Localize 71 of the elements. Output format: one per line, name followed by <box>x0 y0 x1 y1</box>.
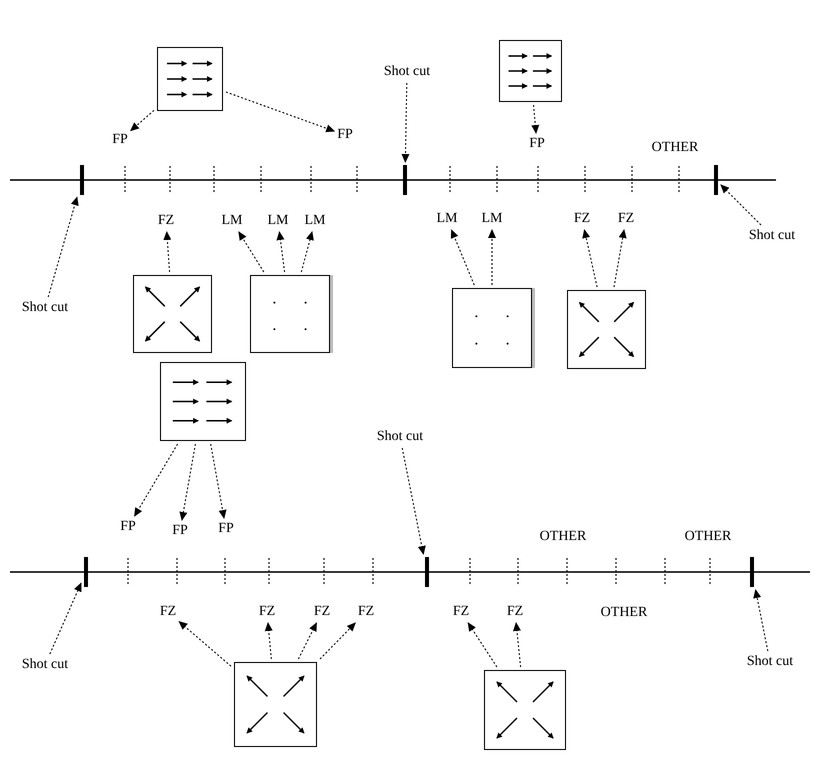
arrow <box>238 231 264 272</box>
arrow <box>210 444 227 519</box>
segment-label: LM <box>268 213 288 229</box>
arrow <box>226 92 336 132</box>
segment-label: FZ <box>618 211 634 227</box>
shot-cut-marker <box>425 557 429 587</box>
arrow <box>720 184 762 226</box>
shot-cut-label: Shot cut <box>384 64 430 80</box>
diagonal-arrows-icon <box>234 662 317 747</box>
segment-label: FP <box>218 521 234 537</box>
shot-cut-marker <box>714 165 718 195</box>
segment-label: FZ <box>258 604 276 620</box>
arrow <box>298 622 317 660</box>
arrow <box>178 620 232 667</box>
shot-cut-marker <box>84 557 88 587</box>
segment-label: FP <box>172 523 188 539</box>
arrow <box>130 110 154 132</box>
shot-cut-label: Shot cut <box>746 654 794 670</box>
segment-label: OTHER <box>684 529 732 545</box>
segment-label: OTHER <box>652 140 698 156</box>
segment-label: FZ <box>358 604 374 620</box>
arrow <box>179 444 196 521</box>
arrow <box>276 231 286 272</box>
segment-label: FZ <box>160 604 176 620</box>
arrow <box>48 196 79 298</box>
arrow <box>614 229 627 288</box>
arrow <box>753 589 768 652</box>
segment-label: LM <box>304 213 326 229</box>
diagonal-arrows-icon <box>567 290 646 369</box>
segment-label: FZ <box>506 604 524 620</box>
shot-cut-label: Shot cut <box>376 429 424 445</box>
shot-cut-marker <box>403 165 407 195</box>
dots-icon <box>250 275 330 353</box>
arrow <box>531 104 540 134</box>
shot-cut-label: Shot cut <box>748 228 796 244</box>
segment-label: LM <box>436 211 458 227</box>
segment-label: LM <box>222 213 242 229</box>
segment-label: FP <box>112 132 128 148</box>
segment-label: OTHER <box>600 605 648 621</box>
segment-label: FP <box>529 136 545 152</box>
arrow <box>49 582 82 654</box>
diagonal-arrows-icon <box>133 275 212 353</box>
dots-icon <box>452 288 532 368</box>
segment-label: OTHER <box>540 529 586 545</box>
diagonal-arrows-icon <box>484 670 566 750</box>
shot-cut-label: Shot cut <box>22 300 68 316</box>
arrow <box>300 231 314 272</box>
arrow <box>450 229 475 286</box>
segment-label: FZ <box>314 604 330 620</box>
arrow <box>134 444 178 517</box>
segment-label: FZ <box>574 211 590 227</box>
arrow <box>401 82 410 163</box>
segment-label: FZ <box>452 604 470 620</box>
segment-label: FP <box>337 127 353 143</box>
shot-cut-marker <box>750 557 754 587</box>
arrow <box>488 229 496 286</box>
shot-cut-marker <box>80 165 84 195</box>
shot-cut-label: Shot cut <box>22 657 68 673</box>
arrow <box>512 622 522 668</box>
segment-label: LM <box>482 211 502 227</box>
arrow <box>582 229 598 288</box>
arrow <box>402 448 426 555</box>
right-arrows-icon <box>160 362 246 441</box>
right-arrows-icon <box>499 40 562 102</box>
segment-label: FZ <box>158 213 174 229</box>
arrow <box>264 622 273 660</box>
right-arrows-icon <box>157 47 223 111</box>
segment-label: FP <box>120 519 136 535</box>
arrow <box>468 622 498 668</box>
arrow <box>320 622 356 660</box>
arrow <box>163 231 172 272</box>
